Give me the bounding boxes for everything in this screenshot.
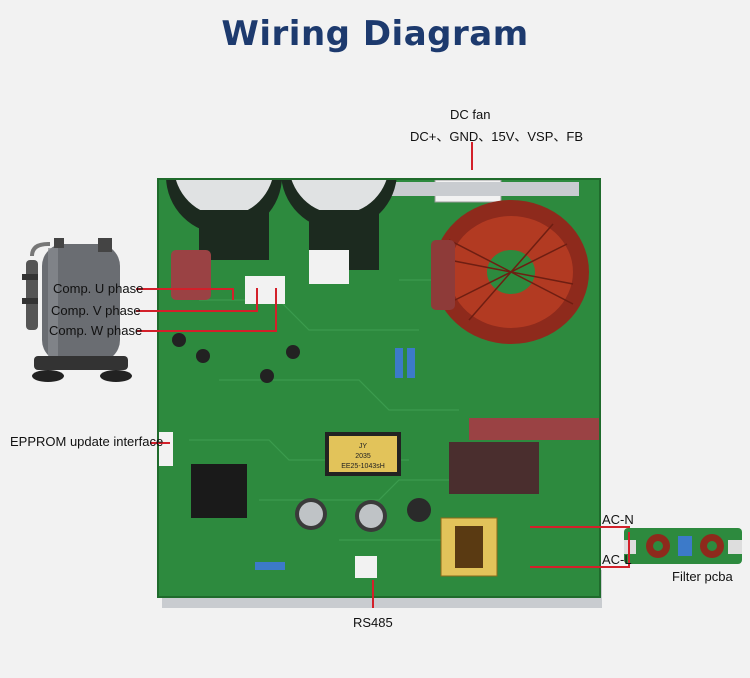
- comp-u-leader-line: [232, 288, 234, 300]
- transformer-label: EE25-1043sH: [341, 463, 385, 470]
- dc-fan-label: DC fan: [450, 107, 491, 122]
- comp-v-label: Comp. V phase: [51, 303, 141, 318]
- comp-v-leader-line: [256, 288, 258, 312]
- comp-w-label: Comp. W phase: [49, 323, 143, 338]
- comp-w-leader-line: [275, 288, 277, 332]
- transformer-label: JY: [359, 443, 368, 450]
- comp-u-leader-line: [136, 288, 234, 290]
- epprom-leader-line: [150, 442, 170, 444]
- comp-v-leader-line: [136, 310, 256, 312]
- dc-fan-pins-label: DC+、GND、15V、VSP、FB: [410, 129, 584, 144]
- compressor-image: [22, 238, 132, 382]
- ac-n-leader-line: [530, 526, 630, 528]
- ac-n-label: AC-N: [602, 512, 634, 527]
- filter-pcba-image: [624, 528, 742, 564]
- rs485-leader-line: [372, 580, 374, 608]
- comp-u-label: Comp. U phase: [53, 281, 144, 296]
- dc-fan-leader-line: [471, 142, 473, 170]
- page-title: Wiring Diagram: [221, 14, 529, 54]
- rs485-label: RS485: [353, 615, 393, 630]
- ac-l-label: AC-L: [602, 552, 632, 567]
- transformer-label: 2035: [355, 453, 371, 460]
- filter-leader-line: [628, 532, 630, 568]
- comp-w-leader-line: [136, 330, 276, 332]
- pcb-board: JY 2035 EE25-1043sH: [157, 178, 601, 598]
- ac-l-leader-line: [530, 566, 630, 568]
- epprom-label: EPPROM update interface: [10, 434, 164, 449]
- filter-pcba-label: Filter pcba: [672, 569, 733, 584]
